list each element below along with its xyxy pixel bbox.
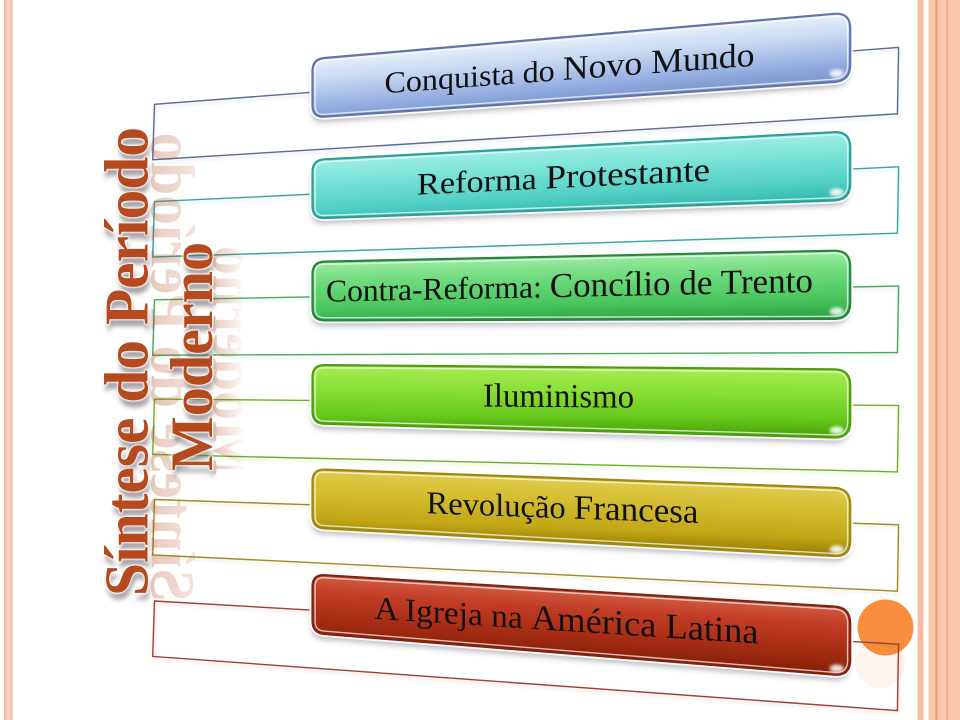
svg-text:Moderno: Moderno (159, 242, 225, 471)
svg-text:Síntese do Período: Síntese do Período (94, 127, 162, 596)
svg-text:Iluminismo: Iluminismo (483, 377, 634, 415)
svg-text:Moderno: Moderno (201, 246, 267, 475)
svg-text:Moderno: Moderno (161, 249, 227, 478)
svg-text:Síntese do Período: Síntese do Período (94, 127, 162, 596)
svg-text:Contra-Reforma: Concílio de Tr: Contra-Reforma: Concílio de Trento (326, 261, 813, 310)
svg-text:Síntese do Período: Síntese do Período (138, 133, 206, 602)
svg-text:Revolução Francesa: Revolução Francesa (427, 483, 699, 531)
svg-text:Síntese do Período: Síntese do Período (95, 134, 163, 603)
svg-text:Moderno: Moderno (159, 242, 225, 471)
svg-text:Conquista do Novo Mundo: Conquista do Novo Mundo (385, 37, 755, 101)
svg-text:Reforma Protestante: Reforma Protestante (417, 152, 710, 203)
